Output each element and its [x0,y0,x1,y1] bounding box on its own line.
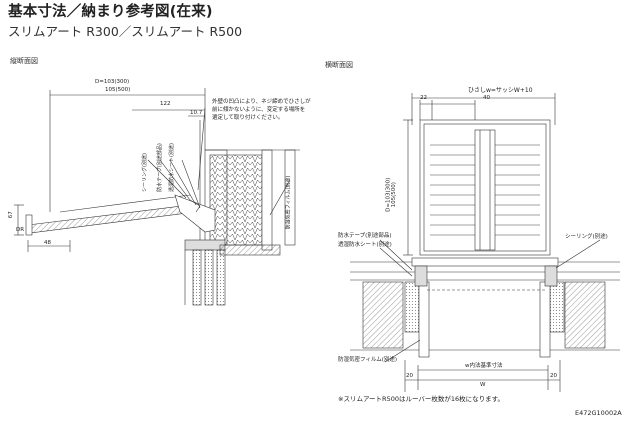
page-subtitle: スリムアート R300／スリムアート R500 [8,24,243,39]
horizontal-dim-w: W [480,382,486,388]
vertical-note-line3: 選定して取り付けください。 [212,115,284,121]
horizontal-dim-22: 22 [420,95,427,101]
vertical-sealing-label: シーリング(別途) [141,153,148,192]
section-horizontal-label: 横断面図 [325,61,353,69]
horizontal-sealing: シーリング(別途) [565,234,608,240]
vertical-d-bottom: 105(500) [105,87,131,93]
horizontal-ventilation-sheet: 透湿防水シート(別途) [338,242,392,248]
vertical-dim-67: 67 [7,211,14,219]
vertical-section [14,88,300,306]
horizontal-inner-width: w内法基準寸法 [465,363,503,369]
vertical-dim-122: 122 [160,101,171,107]
horizontal-dim-20-left: 20 [406,373,413,379]
horizontal-waterproof-tape: 防水テープ(別途部品) [338,233,392,239]
vertical-waterproof-tape-label: 防水テープ(別途部品) [156,143,163,192]
horizontal-d-bottom: 105(500) [390,182,397,208]
horizontal-hisashi-width: ひさしw=サッシW+10 [468,87,533,94]
vertical-ventilation-sheet-label: 透湿防水シート(別途) [168,143,175,192]
vertical-dim-dr: DR [16,227,25,233]
vertical-note-line2: 前に傾かないように、変定する場所を [212,107,306,113]
drawing-code: E472G10002A [575,409,622,417]
horizontal-section [350,93,620,392]
horizontal-moisture-film: 防湿気密フィルム(別途) [338,357,398,363]
horizontal-dim-40: 40 [483,95,490,101]
vertical-dim-48: 48 [44,240,51,246]
vertical-dim-107: 10.7 [190,110,203,116]
footer-note: ※スリムアートR500はルーバー枚数が16枚になります。 [338,395,505,403]
vertical-d-top: D=103(300) [95,79,130,85]
horizontal-dim-20-right: 20 [550,373,557,379]
page-title: 基本寸法／納まり参考図(在来) [8,4,213,20]
vertical-note-line1: 外壁の凹凸により、ネジ締めでひさしが [212,99,311,105]
vertical-moisture-film-label: 防湿気密フィルム(別途) [285,175,292,230]
section-vertical-label: 縦断面図 [10,57,38,65]
